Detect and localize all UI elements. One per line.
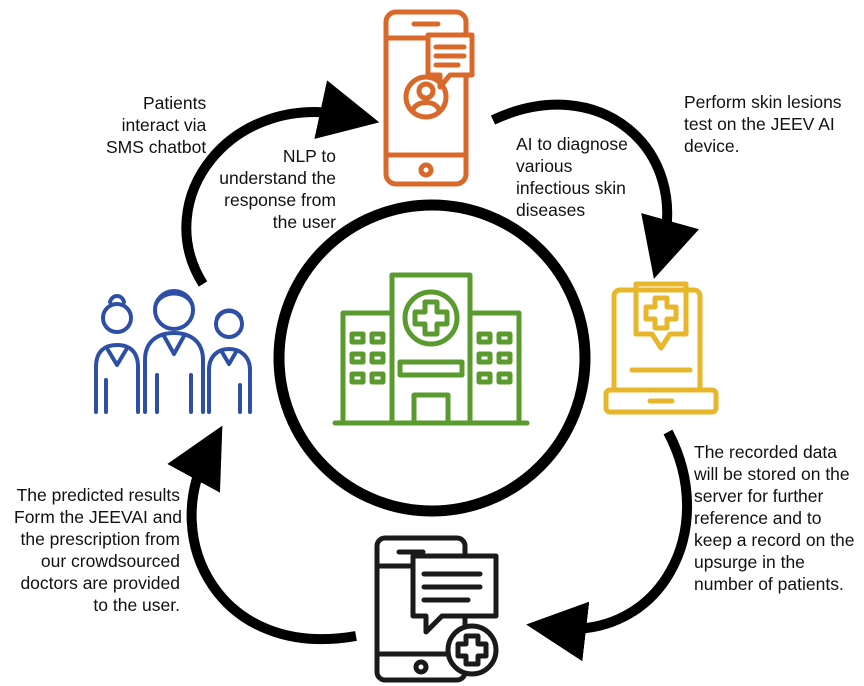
- arrow-patients-to-phone: [181, 80, 380, 287]
- label-recorded-data: The recorded data will be stored on the …: [694, 442, 855, 594]
- label-patients-interact: Patients interact via SMS chatbot: [106, 93, 207, 157]
- tablet-message-medical-icon: [374, 535, 499, 683]
- smartphone-chat-user-icon: [383, 9, 475, 187]
- hospital-building-icon: [332, 272, 530, 426]
- label-ai-diagnose: AI to diagnose various infectious skin d…: [516, 134, 628, 220]
- label-predicted-results: The predicted results Form the JEEVAI an…: [14, 485, 182, 615]
- label-nlp: NLP to understand the response from the …: [219, 146, 336, 232]
- patients-group-icon: [94, 289, 252, 414]
- arrow-tablet-to-patients: [167, 425, 357, 645]
- arrow-phone-to-laptop: [490, 99, 699, 279]
- arrow-laptop-to-tablet: [526, 429, 693, 662]
- label-perform-test: Perform skin lesions test on the JEEV AI…: [684, 92, 842, 156]
- central-circle: [273, 199, 591, 517]
- laptop-medical-icon: [603, 281, 719, 415]
